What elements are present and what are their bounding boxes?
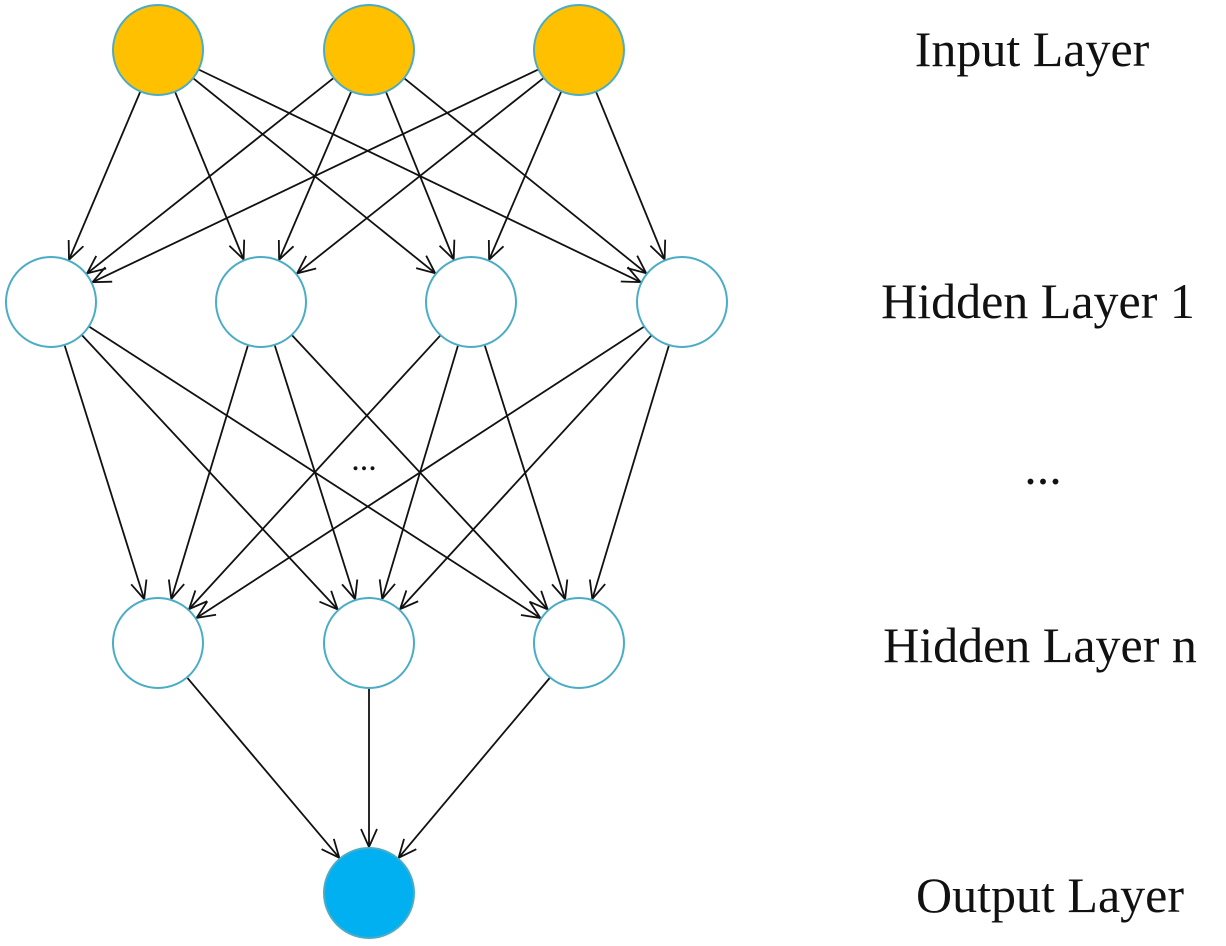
connections <box>63 68 670 858</box>
edge-input-3-to-hidden1-2 <box>297 77 545 274</box>
middle-ellipsis: ... <box>351 441 377 478</box>
edge-hiddenN-1-to-output-1 <box>186 676 339 857</box>
edge-hidden1-4-to-hiddenN-3 <box>592 344 670 599</box>
edge-hidden1-4-to-hiddenN-2 <box>400 334 653 609</box>
layer-ellipsis-label: ... <box>1024 439 1062 495</box>
hidden-layer-1-label: Hidden Layer 1 <box>881 273 1195 329</box>
hiddenN-node-1 <box>112 597 204 689</box>
input-node-1 <box>112 4 204 96</box>
edge-input-3-to-hidden1-4 <box>595 91 665 260</box>
edge-hidden1-3-to-hiddenN-1 <box>189 334 442 609</box>
hidden1-node-4 <box>636 256 728 348</box>
edge-input-3-to-hidden1-1 <box>93 68 539 282</box>
hidden1-node-2 <box>215 256 307 348</box>
edge-input-1-to-hidden1-1 <box>69 91 142 259</box>
edge-hidden1-2-to-hiddenN-1 <box>171 344 249 599</box>
hiddenN-node-3 <box>533 597 625 689</box>
edge-input-2-to-hidden1-1 <box>87 77 335 274</box>
edge-input-3-to-hidden1-3 <box>489 91 563 259</box>
input-layer-label: Input Layer <box>915 21 1150 77</box>
edge-hidden1-1-to-hiddenN-1 <box>63 344 145 599</box>
output-node-1 <box>323 847 415 939</box>
input-node-3 <box>533 4 625 96</box>
hidden-layer-n-label: Hidden Layer n <box>883 617 1197 673</box>
neurons <box>5 4 728 939</box>
output-layer-label: Output Layer <box>916 867 1184 923</box>
hidden1-node-3 <box>425 256 517 348</box>
input-node-2 <box>323 4 415 96</box>
edge-hidden1-4-to-hiddenN-1 <box>197 325 645 618</box>
edge-hiddenN-3-to-output-1 <box>399 676 551 858</box>
hidden1-node-1 <box>5 256 97 348</box>
hiddenN-node-2 <box>323 597 415 689</box>
